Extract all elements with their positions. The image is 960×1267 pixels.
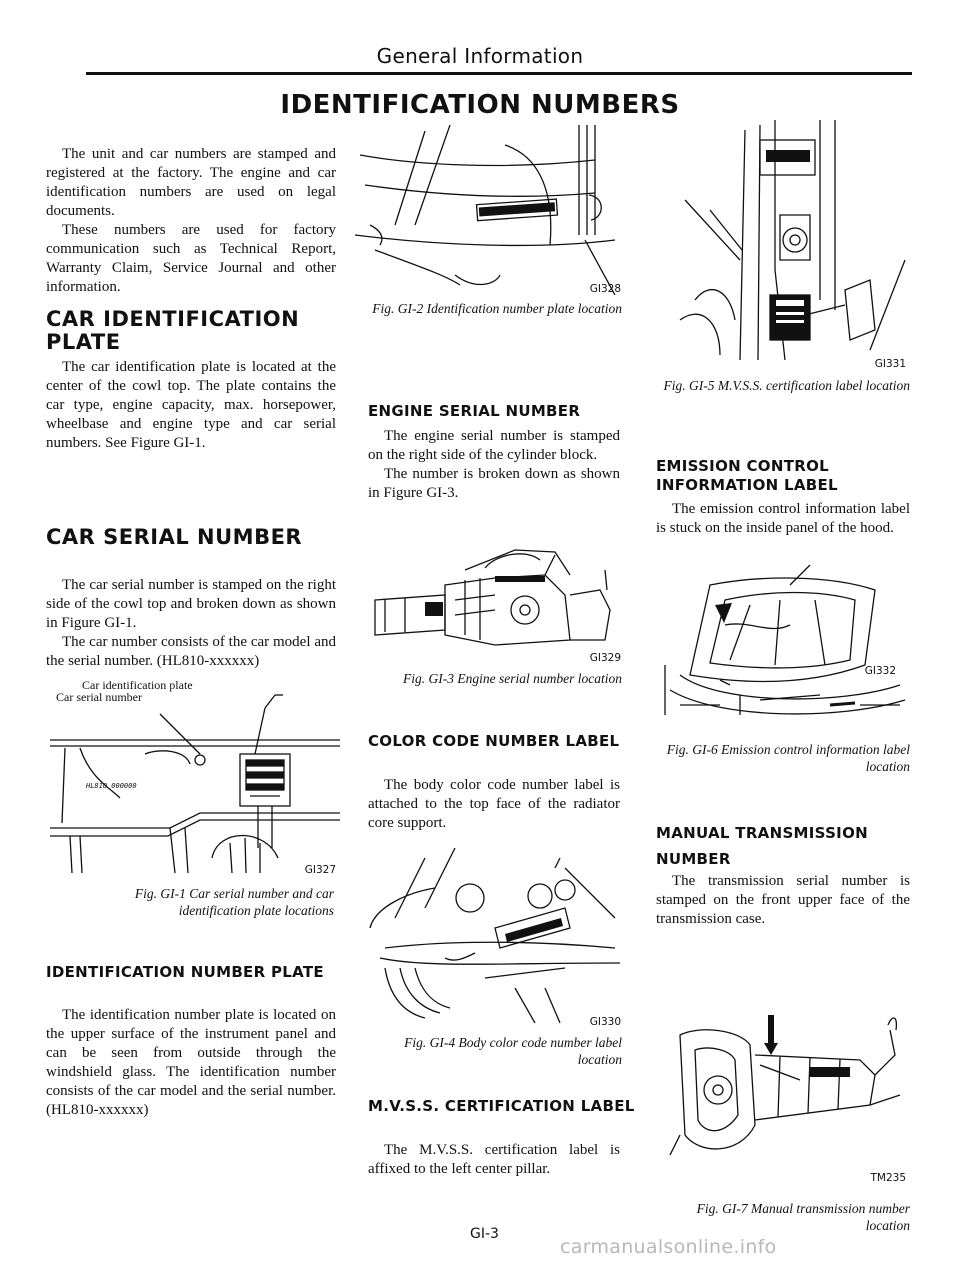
running-title: General Information — [376, 44, 584, 68]
car-serial-paragraph-2: The car number consists of the car model… — [46, 634, 336, 669]
heading-emission-control-information-label: EMISSION CONTROL INFORMATION LABEL — [656, 457, 838, 494]
hood-inside-panel-drawing — [664, 565, 906, 715]
windshield-dashboard-drawing — [355, 125, 616, 295]
figure-gi-4-caption: Fig. GI-4 Body color code number label l… — [404, 1035, 622, 1067]
figure-code: GI328 — [589, 283, 621, 295]
figure-gi-7-caption: Fig. GI-7 Manual transmission number loc… — [696, 1201, 910, 1233]
intro-paragraph-2: These numbers are used for factory commu… — [46, 222, 336, 295]
figure-gi-2: GI328 — [355, 125, 625, 295]
engine-serial-paragraph-1: The engine serial number is stamped on t… — [368, 428, 620, 463]
engine-serial-text: The engine serial number is stamped on t… — [368, 427, 620, 503]
header-rule — [86, 72, 912, 75]
id-number-plate-paragraph: The identification number plate is locat… — [46, 1007, 336, 1118]
id-number-plate-text: The identification number plate is locat… — [46, 1006, 336, 1120]
car-serial-text: The car serial number is stamped on the … — [46, 576, 336, 671]
intro-paragraph-1: The unit and car numbers are stamped and… — [46, 146, 336, 219]
heading-mvss-certification-label: M.V.S.S. CERTIFICATION LABEL — [368, 1097, 635, 1115]
heading-car-identification-plate: CAR IDENTIFICATION PLATE — [46, 307, 300, 354]
figure-gi-1: Car identification plate Car serial numb… — [50, 678, 340, 878]
engine-serial-paragraph-2: The number is broken down as shown in Fi… — [368, 466, 620, 501]
transmission-case-drawing — [669, 1015, 901, 1156]
emission-text: The emission control information label i… — [656, 500, 910, 538]
figure-code: TM235 — [870, 1172, 906, 1184]
figure-gi-2-caption: Fig. GI-2 Identification number plate lo… — [372, 301, 622, 316]
page-title: IDENTIFICATION NUMBERS — [280, 90, 680, 120]
heading-identification-number-plate: IDENTIFICATION NUMBER PLATE — [46, 963, 324, 981]
heading-engine-serial-number: ENGINE SERIAL NUMBER — [368, 402, 581, 420]
figure-code: GI329 — [589, 652, 621, 664]
figure-gi-3-caption: Fig. GI-3 Engine serial number location — [403, 671, 622, 686]
manual-transmission-paragraph: The transmission serial number is stampe… — [656, 873, 910, 927]
emission-paragraph: The emission control information label i… — [656, 501, 910, 536]
car-id-plate-text: The car identification plate is located … — [46, 358, 336, 453]
radiator-support-drawing — [369, 848, 621, 1024]
figure-gi-3: GI329 — [365, 540, 625, 665]
cowl-top-drawing — [50, 694, 340, 874]
label-car-serial-number: Car serial number — [56, 690, 142, 704]
color-code-paragraph: The body color code number label is atta… — [368, 777, 620, 831]
engine-block-drawing — [374, 549, 611, 646]
figure-gi-1-caption: Fig. GI-1 Car serial number and car iden… — [134, 886, 334, 918]
figure-gi-6: GI332 — [660, 565, 910, 730]
figure-code: GI327 — [304, 864, 336, 876]
stamped-serial-text: HL810 000000 — [86, 782, 137, 790]
figure-gi-4: GI330 — [365, 848, 625, 1028]
heading-car-serial-number: CAR SERIAL NUMBER — [46, 525, 303, 549]
car-serial-paragraph-1: The car serial number is stamped on the … — [46, 577, 336, 631]
page-number: GI-3 — [470, 1226, 499, 1242]
figure-code: GI331 — [874, 358, 906, 370]
figure-gi-6-caption: Fig. GI-6 Emission control information l… — [666, 742, 910, 774]
label-car-identification-plate: Car identification plate — [82, 678, 193, 692]
figure-gi-5-caption: Fig. GI-5 M.V.S.S. certification label l… — [663, 378, 910, 393]
manual-transmission-text: The transmission serial number is stampe… — [656, 872, 910, 929]
color-code-text: The body color code number label is atta… — [368, 776, 620, 833]
figure-gi-7 — [660, 1005, 910, 1170]
figure-code: GI330 — [589, 1016, 621, 1028]
figure-gi-5: GI331 — [670, 120, 910, 370]
mvss-text: The M.V.S.S. certification label is affi… — [368, 1141, 620, 1179]
heading-manual-transmission-number: MANUAL TRANSMISSION NUMBER — [656, 824, 868, 868]
intro-text: The unit and car numbers are stamped and… — [46, 145, 336, 297]
car-id-plate-paragraph: The car identification plate is located … — [46, 359, 336, 451]
site-watermark[interactable]: carmanualsonline.info — [560, 1236, 777, 1258]
center-pillar-drawing — [679, 120, 906, 361]
figure-code: GI332 — [864, 665, 896, 677]
mvss-paragraph: The M.V.S.S. certification label is affi… — [368, 1142, 620, 1177]
heading-color-code-number-label: COLOR CODE NUMBER LABEL — [368, 732, 620, 750]
